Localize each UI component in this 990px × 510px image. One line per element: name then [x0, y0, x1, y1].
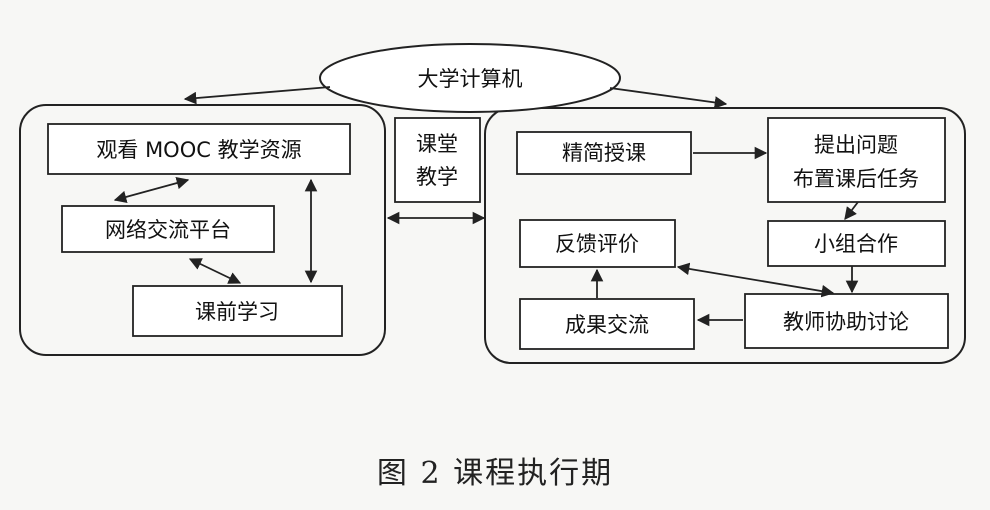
arrow-network-preclass: [188, 258, 242, 284]
preclass-label: 课前学习: [195, 300, 279, 324]
mooc-label: 观看 MOOC 教学资源: [96, 138, 301, 162]
question-label-line1: 提出问题: [814, 133, 898, 157]
arrow-question-groupwork: [844, 201, 859, 221]
teacher-box: [744, 293, 949, 349]
pre-class-group: [19, 104, 386, 356]
course-execution-diagram: 大学计算机 观看 MOOC 教学资源 网络交流平台 课前学习 课堂 教学 精简授…: [19, 43, 966, 364]
top-node-label: 大学计算机: [418, 67, 523, 91]
top-node-ellipse: [319, 43, 621, 113]
mooc-box: [47, 123, 351, 175]
classroom-box: [394, 117, 481, 203]
feedback-box: [519, 219, 676, 268]
feedback-label: 反馈评价: [555, 232, 639, 256]
question-label-line2: 布置课后任务: [793, 167, 919, 191]
classroom-label-line2: 教学: [416, 165, 458, 189]
lecture-box: [516, 131, 692, 175]
group-work-box: [767, 220, 946, 267]
results-box: [519, 298, 695, 350]
group-work-label: 小组合作: [814, 232, 898, 256]
results-label: 成果交流: [565, 313, 649, 337]
arrow-top-to-right: [609, 87, 728, 109]
network-box: [61, 205, 275, 253]
classroom-label-line1: 课堂: [416, 132, 458, 156]
lecture-label: 精简授课: [562, 141, 646, 165]
question-box: [767, 117, 946, 203]
arrow-mooc-network: [113, 176, 190, 204]
preclass-box: [132, 285, 343, 337]
network-label: 网络交流平台: [105, 218, 231, 242]
arrow-top-to-left: [183, 86, 331, 105]
teacher-label: 教师协助讨论: [783, 310, 909, 334]
figure-caption: 图 2 课程执行期: [376, 456, 614, 491]
arrow-feedback-teacher: [676, 262, 835, 298]
